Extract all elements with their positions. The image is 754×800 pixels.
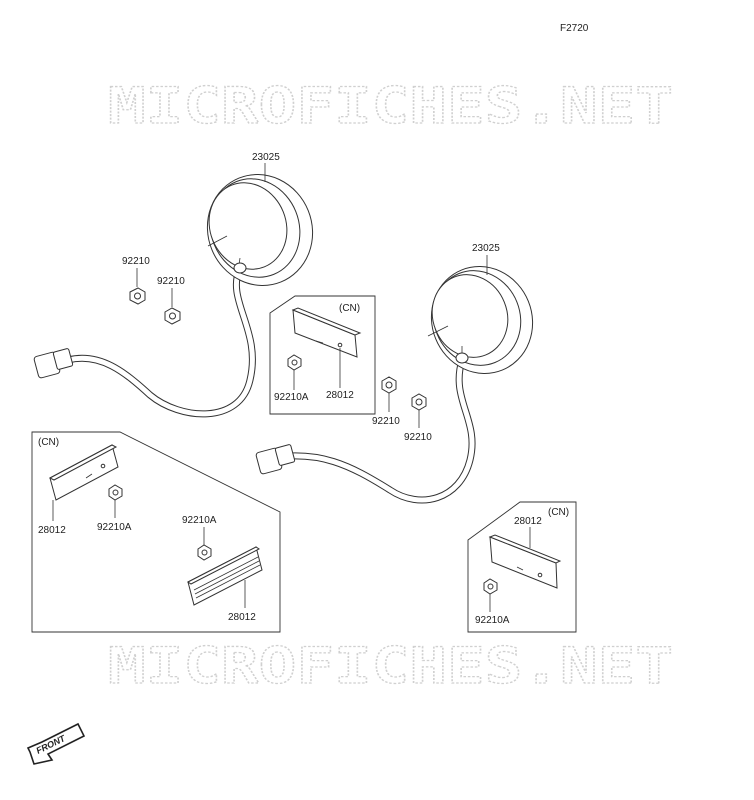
reflector-plate-box-b-1 bbox=[48, 444, 119, 501]
label-nut-right-2: 92210 bbox=[404, 432, 432, 443]
label-box-a-cn: (CN) bbox=[339, 303, 360, 314]
reflector-plate-box-c bbox=[488, 534, 562, 589]
nut-box-c bbox=[483, 578, 498, 595]
watermark-top: MICROFICHES.NET bbox=[108, 77, 673, 135]
lamp-right bbox=[255, 266, 534, 504]
label-box-a-plate: 28012 bbox=[326, 390, 354, 401]
label-box-b-plate-1: 28012 bbox=[38, 525, 66, 536]
figure-code: F2720 bbox=[560, 23, 589, 34]
label-box-b-cn: (CN) bbox=[38, 437, 59, 448]
nut-right-1 bbox=[381, 376, 397, 394]
label-lamp-right: 23025 bbox=[472, 243, 500, 254]
cn-box-b: (CN) 28012 92210A 92210A 28012 bbox=[31, 431, 281, 633]
cn-box-a: (CN) 92210A 28012 bbox=[269, 295, 376, 415]
nut-right-2 bbox=[411, 393, 427, 411]
label-box-b-plate-2: 28012 bbox=[228, 612, 256, 623]
nut-box-b-2 bbox=[197, 544, 212, 561]
nut-left-2 bbox=[164, 307, 181, 325]
cn-box-c: (CN) 28012 92210A bbox=[467, 501, 577, 633]
label-nut-left-1: 92210 bbox=[122, 256, 150, 267]
nut-box-b-1 bbox=[108, 484, 123, 501]
label-lamp-left: 23025 bbox=[252, 152, 280, 163]
label-box-b-nut-1: 92210A bbox=[97, 522, 132, 533]
label-box-c-cn: (CN) bbox=[548, 507, 569, 518]
nut-box-a bbox=[287, 354, 302, 371]
label-nut-right-1: 92210 bbox=[372, 416, 400, 427]
label-box-c-nut: 92210A bbox=[475, 615, 510, 626]
label-nut-left-2: 92210 bbox=[157, 276, 185, 287]
label-box-a-nut: 92210A bbox=[274, 392, 309, 403]
watermark-bottom: MICROFICHES.NET bbox=[108, 637, 673, 695]
reflector-plate-box-b-2 bbox=[187, 546, 263, 606]
lamp-left bbox=[33, 174, 314, 418]
reflector-plate-box-a bbox=[291, 307, 362, 358]
label-box-b-nut-2: 92210A bbox=[182, 515, 217, 526]
nut-left-1 bbox=[129, 287, 146, 305]
label-box-c-plate: 28012 bbox=[514, 516, 542, 527]
front-arrow-icon: FRONT bbox=[26, 722, 86, 765]
